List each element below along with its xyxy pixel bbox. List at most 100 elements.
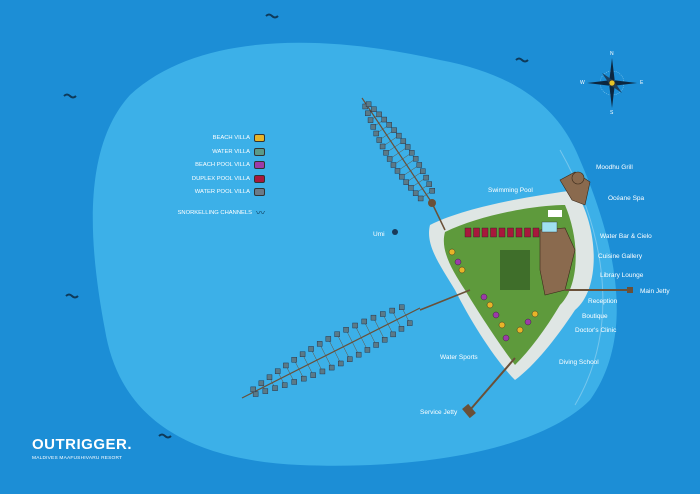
water-villa <box>420 168 426 174</box>
water-villa <box>417 195 424 202</box>
water-villa <box>352 322 358 329</box>
water-villa <box>400 138 407 144</box>
snorkeller-icon: 〰 <box>255 208 265 218</box>
beach-pool-villa <box>454 258 462 266</box>
duplex-pool-villa <box>524 227 531 238</box>
sports-court <box>500 250 530 290</box>
duplex-pool-villa-icon <box>254 175 265 183</box>
water-villa <box>355 351 362 358</box>
water-villa <box>365 110 371 117</box>
swimming-pool-deck <box>548 210 562 217</box>
beach-pool-villa <box>480 293 488 301</box>
water-villa <box>423 174 429 181</box>
water-villa <box>262 388 269 394</box>
label-swimming-pool[interactable]: Swimming Pool <box>488 187 533 194</box>
water-villa <box>291 379 297 385</box>
villa-chains <box>241 97 435 399</box>
duplex-pool-villa <box>481 227 489 238</box>
legend-duplex-pool-villa: DUPLEX POOL VILLA <box>192 175 265 183</box>
water-villa <box>252 391 259 397</box>
water-villa <box>316 341 323 347</box>
water-villa <box>383 150 389 156</box>
water-villa <box>301 375 307 382</box>
water-villa <box>408 185 414 191</box>
legend-water-villa: WATER VILLA <box>212 148 265 156</box>
beach-villa <box>531 310 539 318</box>
snorkeller-icon <box>65 293 79 299</box>
water-villa <box>272 385 278 391</box>
beach-villa <box>486 301 494 309</box>
water-villa <box>396 132 402 139</box>
island-villas <box>448 227 540 342</box>
label-service-jetty[interactable]: Service Jetty <box>420 409 458 416</box>
snorkeller-icon <box>63 93 77 99</box>
snorkeller-icon <box>515 57 529 63</box>
label-umi[interactable]: Umi <box>373 231 385 238</box>
water-villa <box>386 156 393 162</box>
beach-pool-villa-icon <box>254 161 265 169</box>
water-villa <box>361 318 367 325</box>
compass-e: E <box>640 80 644 86</box>
label-cuisine-gallery[interactable]: Cuisine Gallery <box>598 253 643 260</box>
beach-villa <box>516 326 524 334</box>
label-water-sports[interactable]: Water Sports <box>440 354 478 361</box>
water-villa <box>398 326 405 332</box>
water-villa <box>274 368 281 374</box>
snorkeller-icon <box>265 13 279 19</box>
duplex-pool-villa <box>464 227 472 238</box>
water-villa <box>412 156 419 162</box>
water-villa <box>416 162 423 168</box>
water-villa <box>367 117 374 123</box>
water-villa <box>347 356 353 362</box>
water-villa <box>409 150 415 156</box>
beach-villa <box>448 248 456 256</box>
water-villa <box>365 101 372 107</box>
water-villa <box>403 179 409 185</box>
outrigger-logo: OUTRIGGER. MALDIVES MAAFUSHIVARU RESORT <box>32 436 133 461</box>
pool-shape <box>541 221 558 233</box>
water-villa <box>390 162 397 168</box>
beach-villa <box>498 321 506 329</box>
compass-n: N <box>610 51 614 57</box>
beach-pool-villa <box>524 318 532 326</box>
water-villa <box>379 143 386 150</box>
duplex-pool-villa <box>507 227 514 238</box>
water-villa <box>319 368 326 375</box>
water-villa <box>373 130 379 137</box>
water-villa <box>283 362 289 369</box>
water-villa <box>376 137 383 143</box>
water-villa <box>258 380 265 386</box>
compass-s: S <box>610 110 614 116</box>
water-villa <box>381 116 387 123</box>
label-oceane-spa[interactable]: Océane Spa <box>608 195 645 202</box>
water-villa <box>250 386 256 393</box>
villa-walkway <box>241 307 421 399</box>
beach-pool-villa <box>502 334 510 342</box>
duplex-pool-villa <box>473 227 480 238</box>
walkway-southwest <box>419 289 471 311</box>
compass-rose <box>587 58 637 108</box>
water-villa <box>399 304 405 310</box>
compass-w: W <box>580 80 585 86</box>
water-villa <box>266 374 273 380</box>
duplex-pool-villa <box>490 227 497 238</box>
water-villa <box>373 342 379 348</box>
label-moodhu-grill[interactable]: Moodhu Grill <box>596 164 633 171</box>
water-villa <box>334 331 340 337</box>
label-diving-school[interactable]: Diving School <box>559 359 599 366</box>
label-library-lounge[interactable]: Library Lounge <box>600 272 644 279</box>
label-main-jetty[interactable]: Main Jetty <box>640 288 670 295</box>
beach-villa <box>458 266 466 274</box>
legend-beach-villa: BEACH VILLA <box>213 134 265 142</box>
water-villa <box>426 181 432 187</box>
water-villa <box>308 346 314 352</box>
label-reception[interactable]: Reception <box>588 298 618 305</box>
label-water-bar[interactable]: Water Bar & Cielo <box>600 233 652 240</box>
beach-villa-icon <box>254 134 265 142</box>
water-villa <box>381 337 388 343</box>
label-boutique[interactable]: Boutique <box>582 313 608 320</box>
water-villa <box>299 351 306 357</box>
legend-snorkelling-channels: SNORKELLING CHANNELS〰 <box>177 208 265 218</box>
label-doctors-clinic[interactable]: Doctor's Clinic <box>575 327 617 334</box>
